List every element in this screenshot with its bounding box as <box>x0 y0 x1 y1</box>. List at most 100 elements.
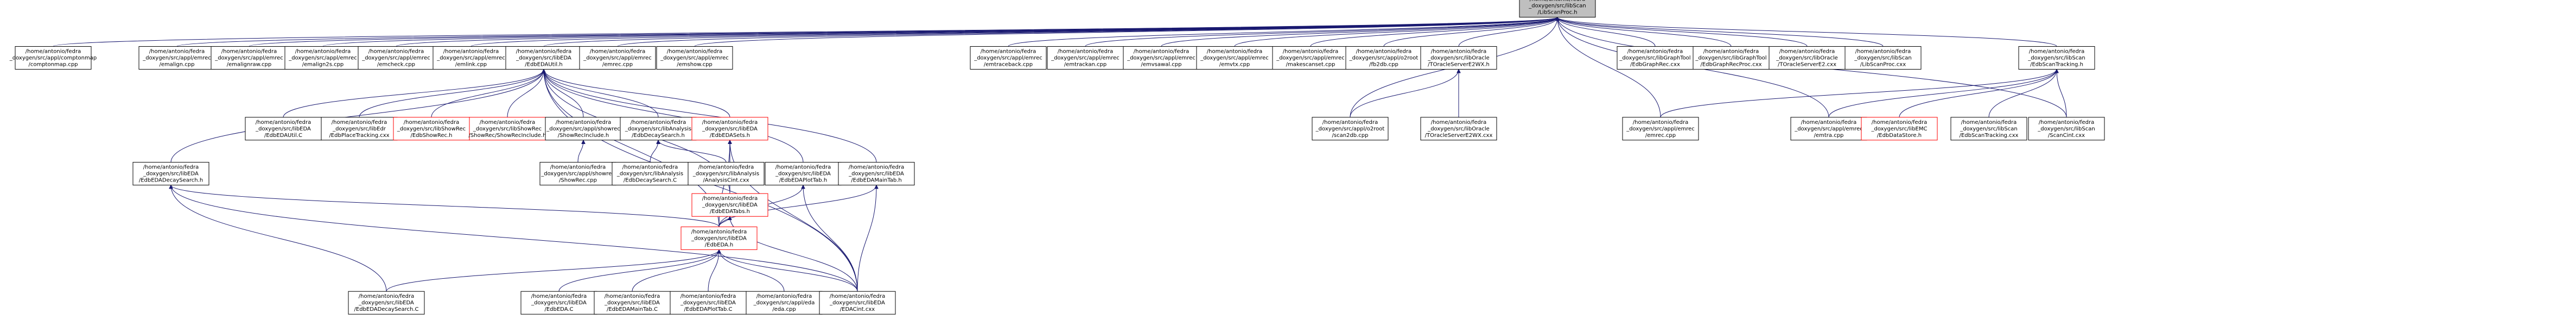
node-label-line: /home/antonio/fedra <box>1855 48 1911 54</box>
graph-node-n-analysiscint[interactable]: /home/antonio/fedra_doxygen/src/libAnaly… <box>688 162 765 186</box>
graph-node-n-eda-c[interactable]: /home/antonio/fedra_doxygen/src/libEDA/E… <box>520 291 597 315</box>
node-label-line: _doxygen/src/appl/emrec <box>583 55 652 61</box>
node-label-line: _doxygen/src/appl/emrec <box>1127 55 1195 61</box>
node-label-line: /home/antonio/fedra <box>256 120 311 126</box>
graph-node-n-emcheck[interactable]: /home/antonio/fedra_doxygen/src/appl/emr… <box>358 46 435 70</box>
graph-node-n-emtra[interactable]: /home/antonio/fedra_doxygen/src/appl/emr… <box>1790 117 1867 141</box>
node-label-line: /home/antonio/fedra <box>622 165 678 171</box>
graph-node-n-makescanset[interactable]: /home/antonio/fedra_doxygen/src/appl/emr… <box>1272 46 1349 70</box>
graph-node-n-ediutil-h[interactable]: /home/antonio/fedra_doxygen/src/libEDA/E… <box>505 46 582 70</box>
node-label-line: /emcheck.cpp <box>377 61 415 67</box>
graph-node-n-grv[interactable]: /home/antonio/fedra_doxygen/src/libGraph… <box>1617 46 1694 70</box>
graph-node-n-edacint[interactable]: /home/antonio/fedra_doxygen/src/libEDA/E… <box>819 291 896 315</box>
edge-n_libscanproc_cxx-to-root <box>1557 17 1884 47</box>
graph-node-n-comptonmap[interactable]: /home/antonio/fedra_doxygen/src/appl/com… <box>9 46 97 70</box>
graph-node-n-toracle-h[interactable]: /home/antonio/fedra_doxygen/src/libOracl… <box>1420 46 1497 70</box>
node-label-line: _doxygen/src/appl/emrec <box>660 55 729 61</box>
edge-n_emcheck-to-root <box>396 17 1557 47</box>
edge-n_decaysearch_h-to-n_ediutil_h <box>544 69 659 117</box>
edge-n_decaysearch_c-to-n_decaysearch_h <box>650 140 658 162</box>
node-label-line: /home/antonio/fedra <box>1431 120 1486 126</box>
graph-node-n-grvproc[interactable]: /home/antonio/fedra_doxygen/src/libGraph… <box>1693 46 1770 70</box>
edge-n_emrec_cpp2-to-n_scantracking_h <box>1660 69 2057 117</box>
node-box <box>1420 117 1497 141</box>
graph-node-n-decaysearch-c[interactable]: /home/antonio/fedra_doxygen/src/libAnaly… <box>612 162 689 186</box>
node-label-line: _doxygen/src/libGraphTool <box>1695 55 1766 61</box>
graph-node-n-emlink[interactable]: /home/antonio/fedra_doxygen/src/appl/emr… <box>432 46 510 70</box>
graph-node-root[interactable]: /home/antonio/fedra_doxygen/src/libScan/… <box>1519 0 1596 18</box>
graph-node-n-emalign2s[interactable]: /home/antonio/fedra_doxygen/src/appl/emr… <box>284 46 361 70</box>
graph-node-n-emshow[interactable]: /home/antonio/fedra_doxygen/src/appl/emr… <box>656 46 733 70</box>
node-box <box>612 162 689 186</box>
graph-node-n-showrec-cpp[interactable]: /home/antonio/fedra_doxygen/src/appl/sho… <box>539 162 616 186</box>
graph-node-n-edadecay-h[interactable]: /home/antonio/fedra_doxygen/src/libEDA/E… <box>132 162 209 186</box>
graph-node-n-scancint[interactable]: /home/antonio/fedra_doxygen/src/libScan/… <box>2028 117 2105 141</box>
graph-node-n-scantracking-h[interactable]: /home/antonio/fedra_doxygen/src/libScan/… <box>2018 46 2095 70</box>
node-label-line: /EdbEDAMainTab.h <box>851 178 901 184</box>
node-box <box>2018 46 2095 70</box>
node-label-line: /home/antonio/fedra <box>1872 120 1927 126</box>
node-label-line: /TOracleServerE2WX.h <box>1428 61 1490 67</box>
graph-node-n-toracle2[interactable]: /home/antonio/fedra_doxygen/src/libOracl… <box>1769 46 1846 70</box>
graph-node-n-emvtx[interactable]: /home/antonio/fedra_doxygen/src/appl/emr… <box>1196 46 1273 70</box>
node-label-line: /emalign2s.cpp <box>302 61 344 67</box>
graph-node-n-showrec-incl[interactable]: /home/antonio/fedra_doxygen/src/appl/sho… <box>545 117 622 141</box>
node-box <box>970 46 1047 70</box>
node-box <box>211 46 288 70</box>
graph-node-n-o2root-scan2db[interactable]: /home/antonio/fedra_doxygen/src/appl/o2r… <box>1312 117 1389 141</box>
node-box <box>1519 0 1596 18</box>
edge-n_makescanset-to-root <box>1310 17 1557 47</box>
node-label-line: /home/antonio/fedra <box>667 48 722 54</box>
graph-node-n-edamaintab-c[interactable]: /home/antonio/fedra_doxygen/src/libEDA/E… <box>594 291 671 315</box>
graph-node-n-edadecay-c[interactable]: /home/antonio/fedra_doxygen/src/libEDA/E… <box>348 291 425 315</box>
node-label-line: _doxygen/src/libScan <box>1854 55 1911 61</box>
graph-node-n-eda-h[interactable]: /home/antonio/fedra_doxygen/src/libEDA/E… <box>680 226 758 250</box>
graph-node-n-placetracking[interactable]: /home/antonio/fedra_doxygen/src/libEdr/E… <box>321 117 398 141</box>
node-label-line: /home/antonio/fedra <box>849 165 904 171</box>
edge-n_ediutil_h-to-root <box>543 17 1557 47</box>
node-label-line: _doxygen/src/libEDA <box>702 202 758 208</box>
graph-node-n-emrec[interactable]: /home/antonio/fedra_doxygen/src/appl/emr… <box>579 46 656 70</box>
node-box <box>620 117 697 141</box>
graph-node-n-edamaintab-h[interactable]: /home/antonio/fedra_doxygen/src/libEDA/E… <box>838 162 915 186</box>
node-label-line: /TOracleServerE2.cxx <box>1778 61 1836 67</box>
node-label-line: /EdbGraphRecProc.cxx <box>1700 61 1761 67</box>
graph-node-n-decaysearch-h[interactable]: /home/antonio/fedra_doxygen/src/libAnaly… <box>620 117 697 141</box>
node-label-line: _doxygen/src/libScan <box>2027 55 2085 61</box>
graph-node-n-libscanproc-cxx[interactable]: /home/antonio/fedra_doxygen/src/libScan/… <box>1844 46 1922 70</box>
node-label-line: /home/antonio/fedra <box>830 293 885 299</box>
graph-node-n-showrec-h[interactable]: /home/antonio/fedra_doxygen/src/libShowR… <box>393 117 470 141</box>
graph-node-n-datastore-h[interactable]: /home/antonio/fedra_doxygen/src/libEMC/E… <box>1861 117 1938 141</box>
node-label-line: _doxygen/src/libEDA <box>848 171 904 177</box>
graph-node-n-toracle-cxx[interactable]: /home/antonio/fedra_doxygen/src/libOracl… <box>1420 117 1497 141</box>
node-box <box>1950 117 2027 141</box>
node-label-line: /home/antonio/fedra <box>1207 48 1262 54</box>
graph-node-n-emalignraw[interactable]: /home/antonio/fedra_doxygen/src/appl/emr… <box>211 46 288 70</box>
graph-node-n-showrec-inc[interactable]: /home/antonio/fedra_doxygen/src/libShowR… <box>469 117 546 141</box>
node-label-line: /emvsawal.cpp <box>1141 61 1182 67</box>
node-label-line: _doxygen/src/libScan <box>2037 126 2095 132</box>
edge-n_edacint-to-n_eda_h <box>719 249 858 292</box>
graph-node-n-fb2db[interactable]: /home/antonio/fedra_doxygen/src/appl/o2r… <box>1345 46 1422 70</box>
node-box <box>138 46 215 70</box>
node-label-line: /ScanCint.cxx <box>2048 133 2085 139</box>
graph-node-n-emtraceback[interactable]: /home/antonio/fedra_doxygen/src/appl/emr… <box>970 46 1047 70</box>
graph-node-n-eda-cpp[interactable]: /home/antonio/fedra_doxygen/src/appl/eda… <box>746 291 823 315</box>
graph-node-n-edaplottab-h[interactable]: /home/antonio/fedra_doxygen/src/libEDA/E… <box>765 162 842 186</box>
graph-node-n-emrec-cpp2[interactable]: /home/antonio/fedra_doxygen/src/appl/emr… <box>1622 117 1699 141</box>
graph-node-n-emvsawal[interactable]: /home/antonio/fedra_doxygen/src/appl/emr… <box>1123 46 1200 70</box>
graph-node-n-edaplottab-c[interactable]: /home/antonio/fedra_doxygen/src/libEDA/E… <box>670 291 747 315</box>
graph-node-n-edatabs-h[interactable]: /home/antonio/fedra_doxygen/src/libEDA/E… <box>691 193 768 217</box>
node-label-line: /home/antonio/fedra <box>443 48 499 54</box>
graph-node-n-scantracking-cxx[interactable]: /home/antonio/fedra_doxygen/src/libScan/… <box>1950 117 2027 141</box>
graph-node-n-edautil-cxx[interactable]: /home/antonio/fedra_doxygen/src/libEDA/E… <box>245 117 322 141</box>
node-label-line: /home/antonio/fedra <box>1356 48 1411 54</box>
graph-node-n-emalign[interactable]: /home/antonio/fedra_doxygen/src/appl/emr… <box>138 46 215 70</box>
edge-n_emvtx-to-root <box>1234 17 1557 47</box>
node-label-line: _doxygen/src/libEDA <box>680 300 736 306</box>
graph-node-n-emtrackan[interactable]: /home/antonio/fedra_doxygen/src/appl/emr… <box>1047 46 1124 70</box>
node-label-line: _doxygen/src/libEDA <box>691 235 747 241</box>
graph-node-n-edasets-h[interactable]: /home/antonio/fedra_doxygen/src/libEDA/E… <box>691 117 768 141</box>
node-label-line: /home/antonio/fedra <box>359 293 414 299</box>
node-label-line: _doxygen/src/appl/emrec <box>288 55 357 61</box>
